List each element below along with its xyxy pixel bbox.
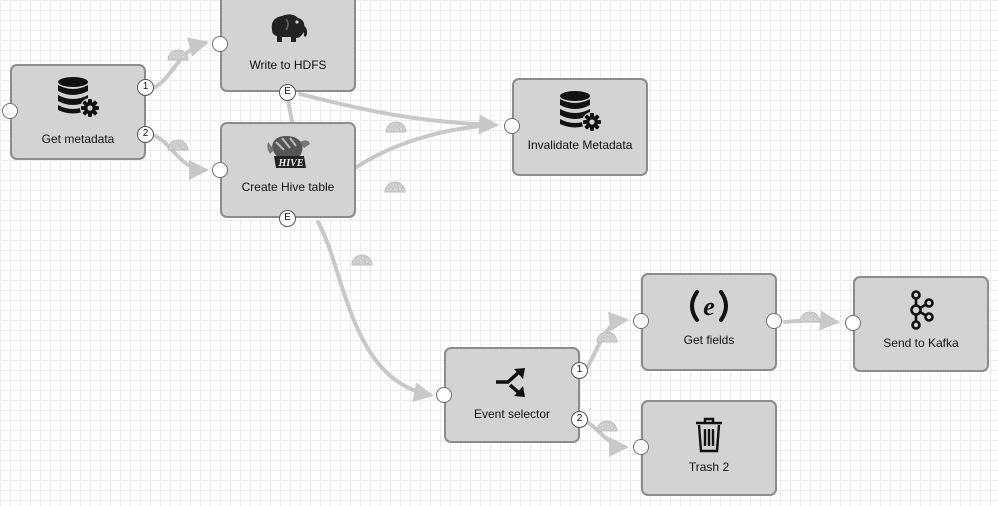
svg-text:e: e <box>703 292 715 321</box>
link-flow-icon <box>596 420 618 432</box>
node-label: Write to HDFS <box>249 58 327 72</box>
link-eventselector-trash[interactable] <box>585 420 629 457</box>
node-label: Create Hive table <box>241 180 335 194</box>
hive-bee-icon: HIVE <box>222 132 354 176</box>
input-port[interactable] <box>633 313 649 329</box>
output-port[interactable] <box>766 313 782 329</box>
node-label: Send to Kafka <box>883 336 959 350</box>
database-gear-icon <box>514 90 646 134</box>
link-createhive-eventselector[interactable] <box>316 220 434 402</box>
node-get-metadata[interactable]: Get metadata <box>10 64 146 160</box>
output-port-1[interactable]: 1 <box>571 362 588 379</box>
node-label: Invalidate Metadata <box>527 138 633 152</box>
node-event-selector[interactable]: Event selector <box>444 347 580 443</box>
input-port[interactable] <box>504 118 520 134</box>
link-getmetadata-writehdfs[interactable] <box>151 37 209 90</box>
link-createhive-invalidate[interactable] <box>353 123 497 170</box>
link-getmetadata-createhive[interactable] <box>151 133 209 180</box>
node-label: Event selector <box>473 407 551 421</box>
link-flow-icon <box>167 49 189 61</box>
input-port[interactable] <box>633 439 649 455</box>
hadoop-elephant-icon <box>222 10 354 54</box>
output-port-1[interactable]: 1 <box>137 79 154 96</box>
output-port-2[interactable]: 2 <box>571 411 588 428</box>
link-flow-icon <box>596 331 618 343</box>
output-port-2[interactable]: 2 <box>137 126 154 143</box>
node-label: Get fields <box>683 333 735 347</box>
link-flow-icon <box>384 181 406 193</box>
expression-e-icon: e <box>643 289 775 333</box>
svg-text:HIVE: HIVE <box>277 158 303 169</box>
node-get-fields[interactable]: e Get fields <box>641 273 777 371</box>
input-port[interactable] <box>212 36 228 52</box>
link-flow-icon <box>385 121 407 133</box>
node-write-to-hdfs[interactable]: Write to HDFS <box>220 0 356 92</box>
node-send-to-kafka[interactable]: Send to Kafka <box>853 276 989 372</box>
link-flow-icon <box>799 311 821 323</box>
node-create-hive-table[interactable]: HIVE Create Hive table <box>220 122 356 218</box>
node-trash-2[interactable]: Trash 2 <box>641 400 777 496</box>
trash-icon <box>643 416 775 460</box>
input-port[interactable] <box>212 162 228 178</box>
node-label: Trash 2 <box>688 460 730 474</box>
error-port[interactable]: E <box>279 210 296 227</box>
link-writehdfs-invalidate[interactable] <box>298 92 499 135</box>
input-port[interactable] <box>845 315 861 331</box>
kafka-nodes-icon <box>855 290 987 334</box>
error-port[interactable]: E <box>279 84 296 101</box>
input-port[interactable] <box>2 103 18 119</box>
input-port[interactable] <box>436 387 452 403</box>
link-eventselector-getfields[interactable] <box>585 311 629 370</box>
database-gear-icon <box>12 76 144 120</box>
node-invalidate-metadata[interactable]: Invalidate Metadata <box>512 78 648 176</box>
link-flow-icon <box>351 254 373 266</box>
link-writehdfs-error[interactable] <box>286 98 294 124</box>
split-arrows-icon <box>446 365 578 409</box>
node-label: Get metadata <box>41 132 115 146</box>
link-flow-icon <box>167 139 189 151</box>
